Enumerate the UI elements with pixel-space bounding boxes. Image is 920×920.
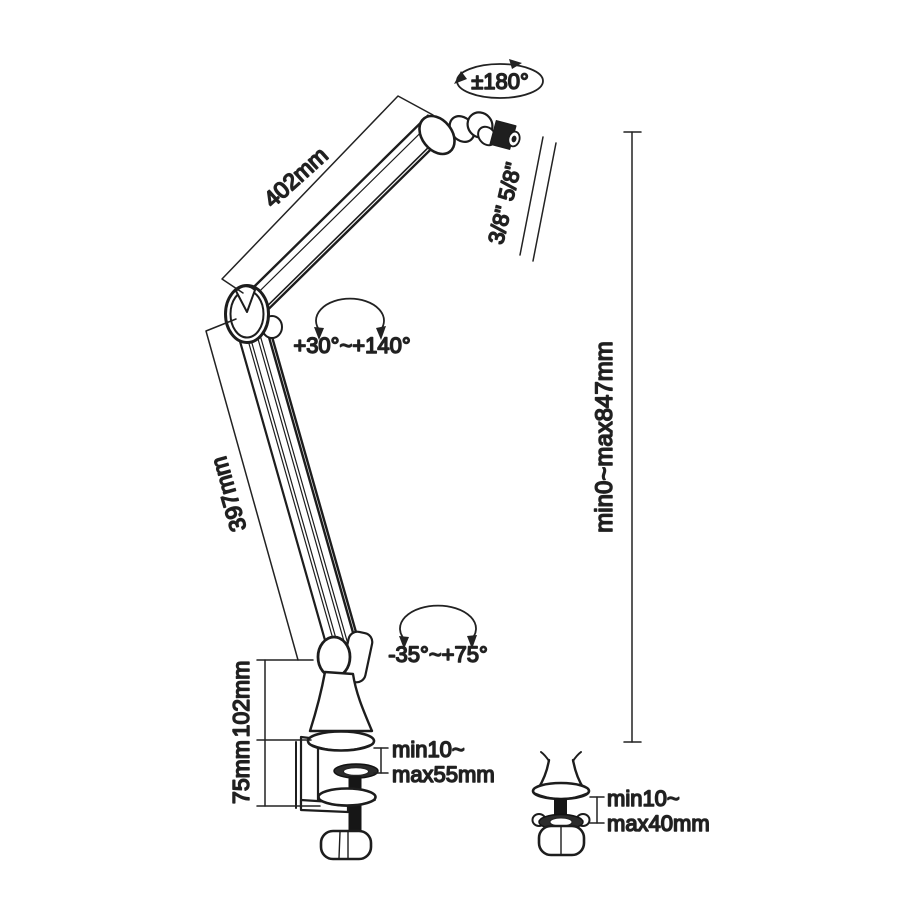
lower-arm-right-edge [263,320,359,650]
elbow-joint [224,284,283,344]
lower-arm-right-edge [266,319,362,649]
lower-arm-left-edge [235,328,331,658]
label-elbow-rotation: +30°~+140° [293,333,410,358]
riser-cone [308,670,374,733]
dim-thread-sizes: 3/8" 5/8" [482,136,557,262]
label-height-range: min0~max847mm [591,341,618,532]
upper-arm-highlight-line [242,120,434,309]
upper-arm-bottom-edge [254,133,448,323]
thread-ext-line [519,136,544,256]
label-thread-sizes: 3/8" 5/8" [483,160,526,246]
base-arc-arrow-left [399,636,409,649]
thread-tip-hole [511,135,517,143]
dim-height-range: min0~max847mm [590,131,642,743]
base-joint [308,630,374,733]
arm-end-cap [418,114,456,156]
label-riser-height: 102mm [228,661,254,738]
base-arc-arrow-right [467,635,477,649]
grommet-cone-flare [540,751,550,762]
dim-line-402 [221,95,434,294]
upper-arm-bottom-edge [253,131,445,320]
lower-arm-spring-line [243,326,338,655]
dim-base-heights: 102mm 75mm [227,659,321,807]
base-joint-knob [316,635,352,679]
clamp-knob-detail [338,831,341,859]
lower-arm-body [236,320,361,657]
dim-upper-arm-length: 402mm [221,95,434,294]
desk-clamp [295,730,379,861]
label-top-rotation: ±180° [471,69,529,94]
lower-arm-spring-line [246,325,341,655]
lower-arm-spring-line [256,323,351,652]
dim-grommet-range: min10~ max40mm [589,785,710,837]
upper-arm-top-edge [236,114,430,304]
rotation-arrow-left [454,71,467,84]
label-grommet-range-line2: max40mm [607,811,710,836]
clamp-lower-disc-rim [318,799,376,807]
mic-thread-head [418,111,521,156]
dim-base-rotation: -35°~+75° [387,604,489,668]
label-base-rotation: -35°~+75° [388,642,488,667]
lower-arm [235,319,362,658]
elbow-arc [315,297,385,332]
clamp-knob [319,829,373,861]
upper-arm-body [237,115,447,322]
grommet-mount [531,751,591,857]
base-arc [399,604,477,641]
clamp-top-plate-rim [308,743,374,752]
lower-arm-spring-line [253,323,348,653]
label-clamp-range-line1: min10~ [392,737,465,762]
upper-arm [236,114,448,323]
dim-top-rotation: ±180° [454,59,544,99]
dim-elbow-rotation: +30°~+140° [293,297,411,359]
thread-ext-line [532,142,557,262]
label-clamp-range-line2: max55mm [392,762,495,787]
dim-line-397 [205,318,299,661]
dim-clamp-range: min10~ max55mm [373,736,495,788]
elbow-arc-arrow-left [314,327,324,340]
elbow-index-notch [235,285,256,313]
elbow-arc-arrow-right [376,326,386,340]
rotation-arrow-right [509,59,522,69]
grommet-cone-flare [572,751,582,762]
label-grommet-range-line1: min10~ [607,786,680,811]
label-clamp-height: 75mm [228,740,254,804]
clamp-washer-hole [343,767,369,776]
